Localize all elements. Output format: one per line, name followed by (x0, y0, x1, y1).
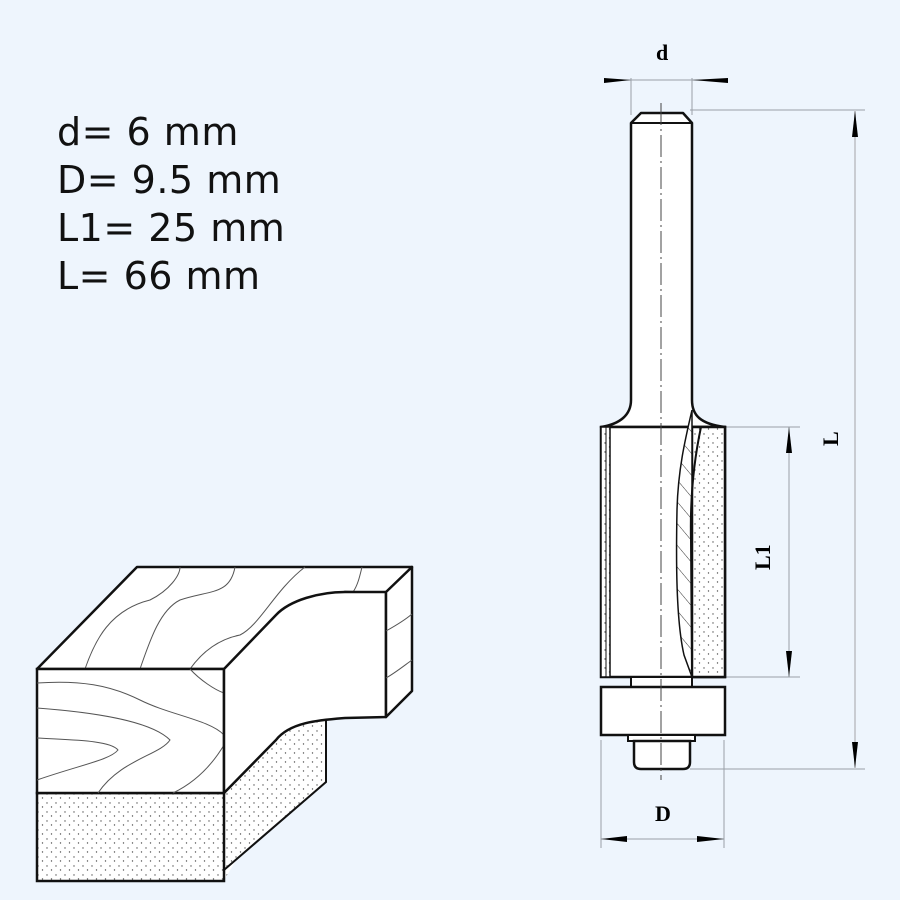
spec-cutting-diameter: D= 9.5 mm (57, 158, 282, 202)
spec-shank-diameter: d= 6 mm (57, 110, 239, 154)
dimension-label-L: L (818, 431, 843, 446)
spec-overall-length: L= 66 mm (57, 254, 261, 298)
dimension-label-D: D (655, 801, 671, 826)
dimension-label-L1: L1 (750, 544, 775, 570)
specifications-list: d= 6 mm D= 9.5 mm L1= 25 mm L= 66 mm (57, 108, 285, 300)
dimension-label-d: d (656, 40, 668, 65)
spec-cutting-length: L1= 25 mm (57, 206, 286, 250)
router-bit-drawing: d D L1 L (599, 40, 865, 848)
workpiece-illustration (35, 565, 414, 883)
